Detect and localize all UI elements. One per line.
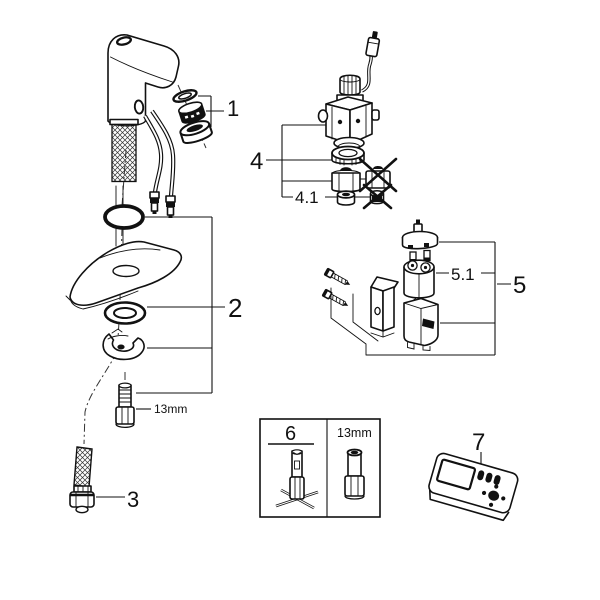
mounting-clamp — [102, 328, 145, 361]
remote-control — [428, 452, 519, 522]
crossed-out-nut — [358, 157, 398, 193]
callout-5-bracket — [366, 241, 511, 356]
crossed-out-seal — [362, 183, 393, 210]
remote-screen — [436, 458, 477, 491]
remote-button — [477, 470, 485, 481]
socket-13mm-tool — [344, 448, 365, 500]
mounting-base-plate — [65, 240, 183, 310]
filter-nut — [331, 167, 361, 193]
connection-hoses — [143, 109, 176, 218]
stud-wrench-size-label: 13mm — [154, 402, 187, 416]
battery-clip — [370, 276, 399, 338]
tool-box — [259, 418, 381, 518]
o-ring-seal — [103, 204, 145, 230]
callout-6-label: 6 — [285, 423, 296, 445]
washer — [103, 301, 147, 325]
callout-5-label: 5 — [513, 272, 526, 299]
callout-4-bracket — [266, 124, 371, 198]
threaded-stud — [115, 372, 135, 429]
callout-5-1-label: 5.1 — [451, 265, 475, 284]
aerator-insert — [178, 101, 206, 124]
socket-wrench-tool — [275, 449, 319, 510]
callout-4-1-label: 4.1 — [295, 188, 319, 207]
aerator-housing — [179, 120, 213, 144]
faucet-body — [107, 34, 180, 183]
battery-lid — [401, 219, 439, 263]
battery-5-1 — [403, 259, 435, 299]
solenoid-valve — [317, 31, 381, 152]
hose-nut — [69, 491, 95, 514]
tool-wrench-size-label: 13mm — [337, 426, 372, 440]
callout-4-label: 4 — [250, 148, 263, 175]
callout-7-label: 7 — [472, 429, 485, 456]
spout-top-opening — [116, 36, 132, 46]
aerator-assembly — [172, 89, 213, 144]
battery-housing — [403, 297, 439, 351]
remote-button — [493, 475, 501, 485]
supply-hose — [69, 446, 95, 514]
remote-button — [485, 472, 493, 483]
hose-connector — [149, 191, 160, 214]
hose-connector — [165, 195, 176, 218]
callout-1-label: 1 — [227, 96, 239, 121]
coupling-ring-nut — [331, 145, 365, 166]
remote-nav-button — [488, 490, 500, 501]
callout-2-bracket — [136, 216, 225, 394]
mounting-screws — [321, 268, 379, 356]
cable-connector — [365, 31, 381, 58]
seal-4-1 — [336, 190, 356, 206]
aerator-washer — [172, 89, 198, 103]
callout-3-label: 3 — [127, 487, 139, 512]
sensor-window — [133, 99, 145, 115]
callout-1-bracket — [198, 95, 224, 128]
callout-2-label: 2 — [228, 293, 242, 323]
